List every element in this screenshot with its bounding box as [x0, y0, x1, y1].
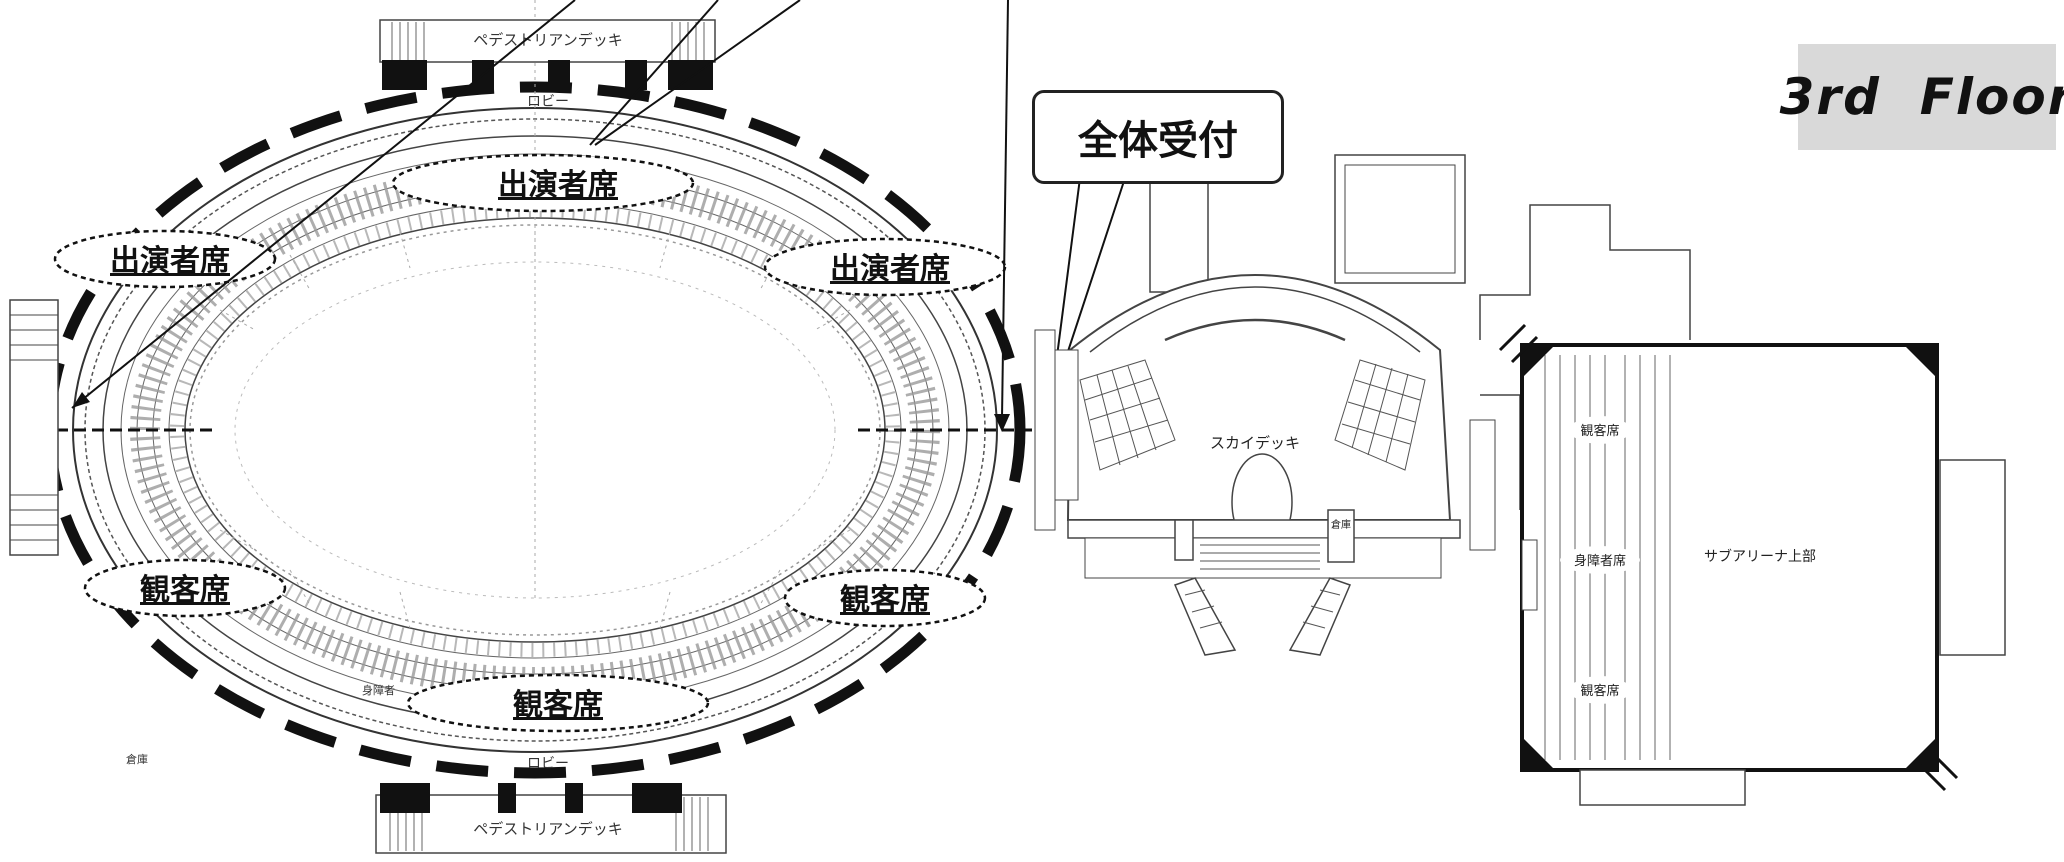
- arena-floor-inner: [234, 261, 836, 599]
- reception-callout: 全体受付: [1032, 90, 1284, 184]
- performer-seat-zone: 出演者席: [391, 153, 695, 213]
- sky-deck-label: スカイデッキ: [1210, 434, 1300, 452]
- pointer-lines: [71, 0, 1126, 419]
- left-stairs: [9, 299, 59, 556]
- seat-hatch: [170, 203, 900, 657]
- audience-seat-label: 観客席: [513, 688, 603, 723]
- performer-seat-zone: 出演者席: [763, 237, 1007, 297]
- sky-deck: [1034, 154, 1466, 656]
- reception-label: 全体受付: [1078, 118, 1238, 164]
- bottom-pedestrian-deck: ペデストリアンデッキ ロビー: [375, 756, 727, 854]
- wheelchair-area-label: 身障者: [362, 683, 395, 697]
- sub-arena: [1469, 204, 2006, 806]
- performer-seat-zone: 出演者席: [53, 229, 277, 289]
- floor-label: 3rd Floor: [1779, 68, 2064, 126]
- sub-arena-label: サブアリーナ上部: [1704, 548, 1816, 565]
- audience-seat-label: 観客席: [840, 583, 930, 618]
- performer-seat-label: 出演者席: [498, 168, 618, 203]
- top-pedestrian-deck: ペデストリアンデッキ ロビー: [379, 19, 716, 110]
- lobby-top-label: ロビー: [527, 94, 569, 110]
- aisle-spokes: [219, 0, 851, 629]
- performer-seat-label: 出演者席: [110, 244, 230, 279]
- lobby-bottom-label: ロビー: [527, 756, 569, 772]
- deck-bottom-label: ペデストリアンデッキ: [473, 820, 622, 838]
- seat-hatch: [130, 163, 940, 697]
- deck-top-label: ペデストリアンデッキ: [473, 31, 622, 49]
- storage-label: 倉庫: [126, 752, 148, 766]
- audience-seat-zone: 観客席: [406, 673, 710, 733]
- sub-arena-audience-seat-label: 観客席: [1580, 423, 1619, 439]
- main-arena: ペデストリアンデッキ ロビー ペデストリアンデッキ ロビー 身障者 倉庫: [9, 0, 1040, 854]
- sub-arena-audience-seat-label: 観客席: [1580, 683, 1619, 699]
- sky-deck-storage-label: 倉庫: [1331, 518, 1351, 531]
- floor-badge: 3rd Floor: [1780, 44, 2064, 150]
- audience-seat-zone: 観客席: [83, 558, 287, 618]
- pointer-arrowhead: [994, 414, 1010, 432]
- sub-arena-wheelchair-seat-label: 身障者席: [1574, 553, 1626, 569]
- performer-seat-label: 出演者席: [830, 252, 950, 287]
- audience-seat-zone: 観客席: [783, 568, 987, 628]
- audience-seat-label: 観客席: [140, 573, 230, 608]
- pointer-arrowhead: [72, 392, 90, 408]
